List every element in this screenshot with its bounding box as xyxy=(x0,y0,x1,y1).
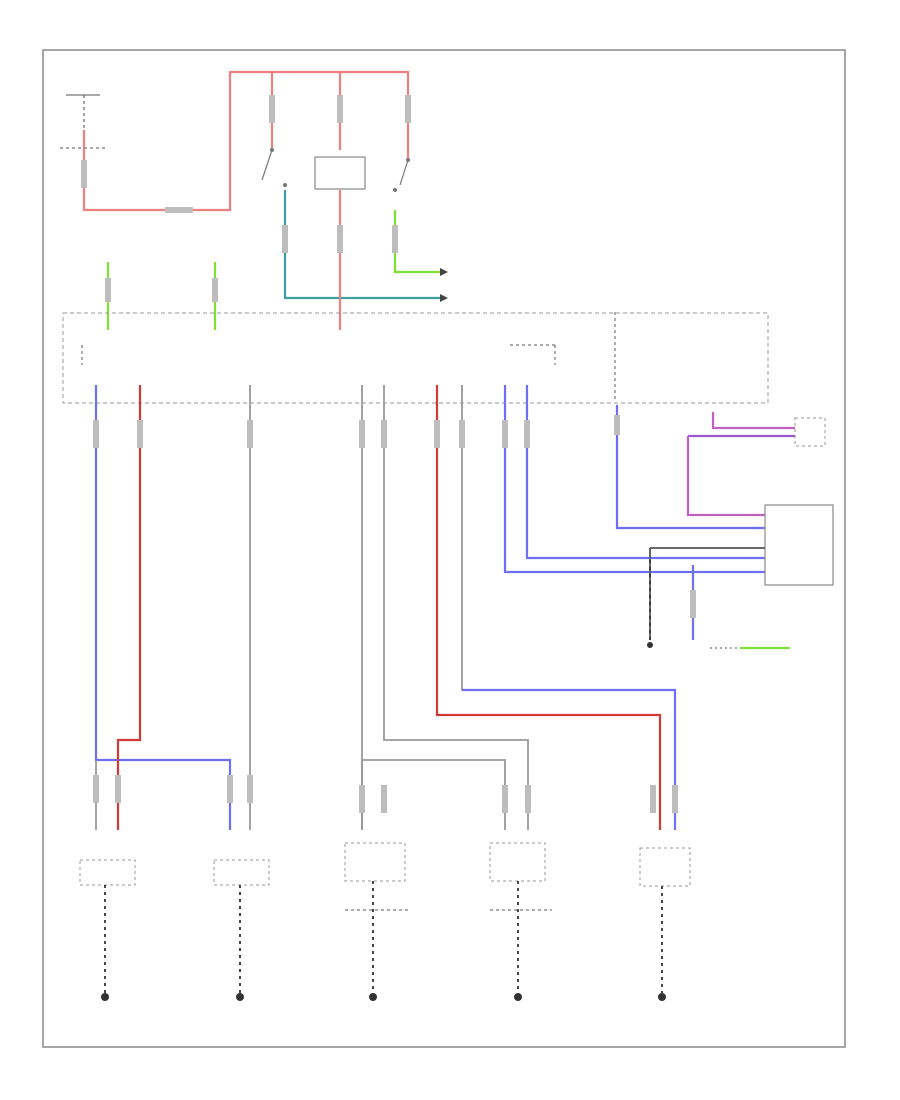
wire-red-1 xyxy=(116,385,142,830)
small-sensor-box xyxy=(794,417,826,447)
switch-2 xyxy=(213,859,270,886)
switch-1 xyxy=(79,859,136,886)
wire-blue-2 xyxy=(462,688,677,830)
relay-coil xyxy=(314,156,366,190)
switch-inputs xyxy=(105,262,218,330)
wire-gray-4 xyxy=(461,385,676,830)
wire-gray-3 xyxy=(383,385,529,830)
wire-pink-2 xyxy=(686,436,765,517)
bottom-switches xyxy=(79,842,691,911)
wire-blue-5 xyxy=(615,405,765,530)
ground-points xyxy=(101,881,666,1001)
switch-3 xyxy=(344,842,406,882)
switch-4 xyxy=(489,842,546,882)
wire-blue-3 xyxy=(503,385,765,574)
wire-pink-1 xyxy=(711,412,795,430)
sensor-box xyxy=(764,504,834,586)
diagram-frame xyxy=(42,49,846,1048)
module-output-wires xyxy=(94,385,765,830)
control-module xyxy=(62,312,769,404)
relay-output-green xyxy=(393,210,440,274)
wire-red-2 xyxy=(435,385,662,830)
power-feed-section xyxy=(60,70,411,213)
relay-switch xyxy=(261,148,448,330)
wire-blue-1 xyxy=(94,385,232,830)
switch-5 xyxy=(639,847,691,887)
wire-connectors xyxy=(93,415,678,813)
battery-feed-wire xyxy=(82,70,410,212)
wire-blue-4 xyxy=(525,385,765,560)
right-sensor-block xyxy=(647,412,834,650)
relay-output-teal xyxy=(283,190,440,300)
